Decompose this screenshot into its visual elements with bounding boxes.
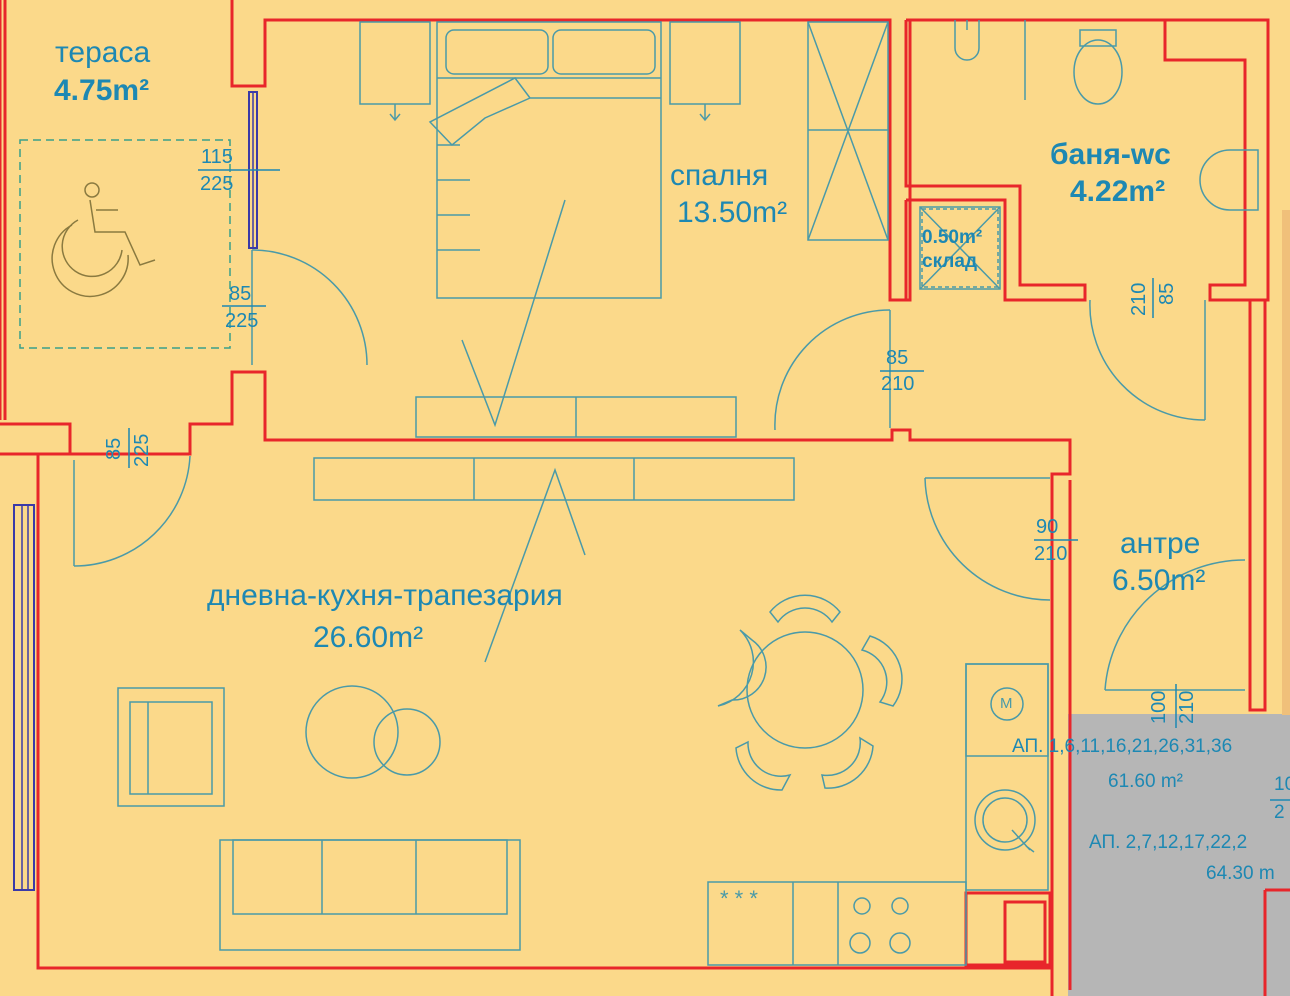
bath-door-width: 85 xyxy=(1156,282,1178,305)
neighbour-dim-bottom: 2 xyxy=(1274,802,1285,823)
storage-name: склад xyxy=(922,251,978,272)
neighbour-apartment-area xyxy=(1068,714,1290,996)
storage-area: 0.50m² xyxy=(922,227,983,248)
wheelchair-icon xyxy=(51,182,156,298)
neighbour-apt2-label: АП. 2,7,12,17,22,2 xyxy=(1089,832,1248,853)
toilet-icon xyxy=(1073,39,1123,105)
living-door-height: 225 xyxy=(131,433,153,467)
bedroom-furniture xyxy=(359,21,889,438)
door-swings xyxy=(73,249,1246,691)
bedroom-area: 13.50m² xyxy=(677,196,788,229)
living-name: дневна-кухня-трапезария xyxy=(207,579,563,612)
bedroom-door-height: 210 xyxy=(881,373,915,395)
living-furniture xyxy=(117,457,1049,966)
bedroom-door-width: 85 xyxy=(886,347,909,369)
entrance-door-width: 100 xyxy=(1148,690,1170,724)
terrace-door-width: 85 xyxy=(229,283,252,305)
hob-marks: * * * xyxy=(720,886,758,911)
bathroom-fixtures xyxy=(919,20,1259,290)
terrace-window-width: 115 xyxy=(201,146,233,168)
hall-door-height: 210 xyxy=(1034,543,1068,565)
neighbour-apt2-area: 64.30 m xyxy=(1206,863,1275,884)
wall-fill xyxy=(0,0,7,420)
bathroom-name: баня-wc xyxy=(1050,138,1171,171)
terrace-window-height: 225 xyxy=(200,173,234,195)
terrace-door-height: 225 xyxy=(225,310,259,332)
terrace-area: 4.75m² xyxy=(54,74,150,107)
bedroom-name: спалня xyxy=(670,159,769,192)
washing-machine-mark: M xyxy=(1000,695,1013,712)
right-strip xyxy=(1282,210,1290,715)
hall-name: антре xyxy=(1120,527,1201,560)
windows xyxy=(13,91,258,891)
dimension-lines xyxy=(128,169,1290,801)
hall-area: 6.50m² xyxy=(1112,564,1206,597)
hall-door-width: 90 xyxy=(1036,516,1059,538)
neighbour-dim-top: 10 xyxy=(1274,774,1290,795)
living-area: 26.60m² xyxy=(313,621,424,654)
bathroom-area: 4.22m² xyxy=(1070,175,1166,208)
dining-table xyxy=(746,631,864,749)
neighbour-apt1-label: АП. 1,6,11,16,21,26,31,36 xyxy=(1012,736,1233,757)
terrace-name: тераса xyxy=(55,36,151,69)
entrance-door-height: 210 xyxy=(1176,690,1198,724)
bath-door-height: 210 xyxy=(1128,282,1150,316)
accessible-zone xyxy=(19,139,231,349)
living-door-width: 85 xyxy=(103,437,125,460)
neighbour-apt1-area: 61.60 m² xyxy=(1108,771,1183,792)
